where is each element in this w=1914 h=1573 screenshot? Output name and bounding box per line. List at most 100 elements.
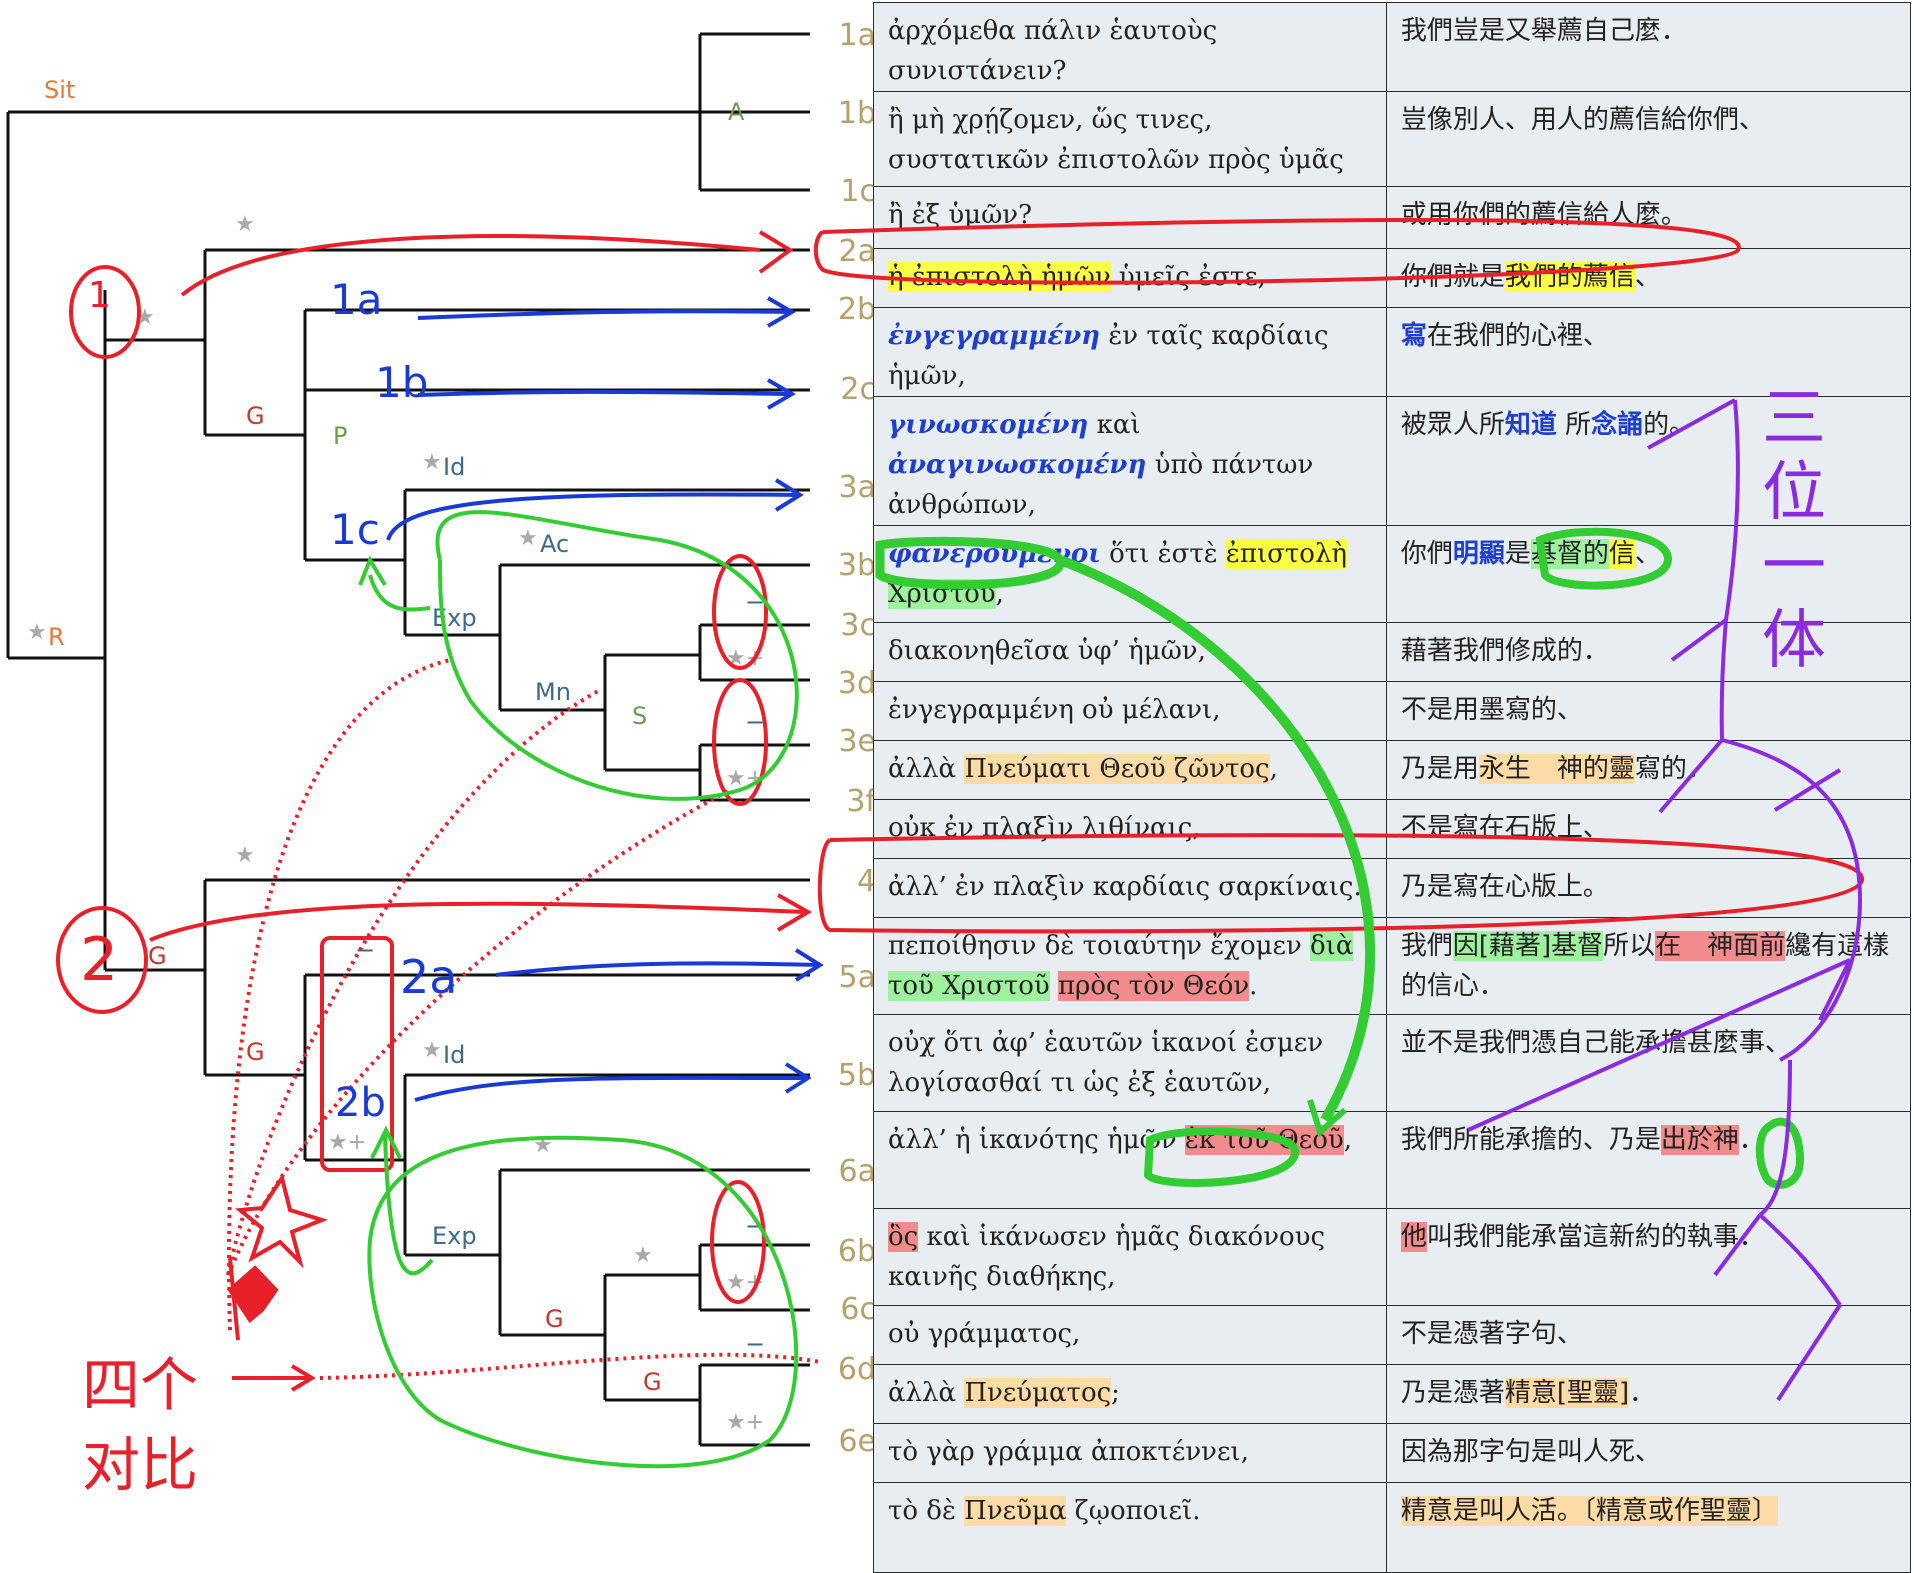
greek-text: ; xyxy=(1111,1378,1120,1408)
table-row: ἀλλὰ Πνεύματος; 乃是憑著精意[聖靈]． xyxy=(873,1364,1912,1424)
verse-ref: 1a xyxy=(838,18,876,53)
star-icon: ★ xyxy=(235,212,255,237)
chinese-text: 在我們的心裡、 xyxy=(1426,321,1609,351)
verse-ref: 3f xyxy=(846,784,876,819)
red-four-contrast-note: 四个对比 xyxy=(82,1351,199,1499)
chinese-cell: 乃是用永生 神的靈寫的． xyxy=(1385,740,1912,800)
verse-ref: 1c xyxy=(840,174,876,209)
star-icon: ★ xyxy=(135,305,155,330)
chinese-cell: 不是寫在石版上、 xyxy=(1385,799,1912,859)
greek-text: . xyxy=(1249,971,1258,1001)
table-row: οὐχ ὅτι ἀφ’ ἑαυτῶν ἱκανοί ἐσμεν λογίσασθ… xyxy=(873,1014,1912,1112)
greek-text: , xyxy=(1269,754,1278,784)
chinese-text: 被眾人所 xyxy=(1400,410,1505,440)
node-label-s: S xyxy=(632,702,648,730)
greek-text: ὅτι ἐστὲ xyxy=(1100,539,1226,569)
keyword: 念誦 xyxy=(1591,410,1644,440)
star-plus-icon: ★+ xyxy=(726,1270,765,1295)
chinese-cell: 你們就是我們的薦信、 xyxy=(1385,248,1912,308)
greek-cell: πεποίθησιν δὲ τοιαύτην ἔχομεν διὰ τοῦ Χρ… xyxy=(873,917,1387,1015)
highlight: 我們的薦信 xyxy=(1504,262,1635,292)
greek-cell: ἐνγεγραμμένη οὐ μέλανι, xyxy=(873,681,1387,741)
verse-ref: 3d xyxy=(837,666,876,701)
greek-text: ἀλλὰ xyxy=(888,754,965,784)
keyword: γινωσκομένη xyxy=(888,410,1089,440)
chinese-text: 乃是用 xyxy=(1400,754,1479,784)
node-label-a: A xyxy=(728,98,745,126)
keyword: 明顯 xyxy=(1452,539,1505,569)
node-label-g: G xyxy=(246,402,265,430)
greek-text: τὸ δὲ xyxy=(888,1496,965,1526)
red-mark-2: 2 xyxy=(80,925,119,995)
highlight: 因[藉著]基督 xyxy=(1452,931,1604,961)
keyword: ἐνγεγραμμένη xyxy=(888,321,1101,351)
greek-text: , xyxy=(1343,1125,1352,1155)
blue-mark-1a: 1a xyxy=(330,275,383,324)
blue-mark-2a: 2a xyxy=(400,950,458,1004)
greek-text: πεποίθησιν δὲ τοιαύτην ἔχομεν xyxy=(888,931,1311,961)
chinese-text: 乃是憑著 xyxy=(1400,1378,1505,1408)
greek-cell: οὐ γράμματος, xyxy=(873,1305,1387,1365)
greek-cell: οὐκ ἐν πλαξὶν λιθίναις, xyxy=(873,799,1387,859)
greek-text: ὑμεῖς ἐστε, xyxy=(1110,262,1266,292)
chinese-text: 叫我們能承當這新約的執事． xyxy=(1426,1222,1765,1252)
greek-cell: ἀλλὰ Πνεύματι Θεοῦ ζῶντος, xyxy=(873,740,1387,800)
highlight: 在 神面前 xyxy=(1655,931,1786,961)
highlight: Χριστοῦ xyxy=(888,579,996,609)
chinese-cell: 乃是憑著精意[聖靈]． xyxy=(1385,1364,1912,1424)
minus-sign: − xyxy=(745,1330,766,1358)
node-label-exp: Exp xyxy=(432,1222,477,1250)
verse-ref: 6c xyxy=(840,1292,876,1327)
table-row: ἀλλ’ ἐν πλαξὶν καρδίαις σαρκίναις. 乃是寫在心… xyxy=(873,858,1912,918)
node-label-p: P xyxy=(333,422,348,450)
verse-ref: 6b xyxy=(837,1234,876,1269)
verse-ref: 5b xyxy=(837,1058,876,1093)
verse-ref: 2b xyxy=(837,292,876,327)
chinese-text: 所 xyxy=(1556,410,1592,440)
discourse-diagram: Sit A ★ R ★ ★ G P ★ Id ★ Ac Exp Mn S − ★… xyxy=(6,2,1912,1573)
verse-ref: 6d xyxy=(837,1352,876,1387)
greek-text: ἀλλ’ ἡ ἱκανότης ἡμῶν xyxy=(888,1125,1185,1155)
highlight: ἐκ τοῦ Θεοῦ xyxy=(1184,1125,1344,1155)
verse-ref: 1b xyxy=(837,96,876,131)
verse-ref: 3b xyxy=(837,548,876,583)
chinese-cell: 他叫我們能承當這新約的執事． xyxy=(1385,1208,1912,1306)
star-icon: ★ xyxy=(422,450,442,475)
highlight: 精意是叫人活。〔精意或作聖靈〕 xyxy=(1400,1496,1778,1526)
node-label-sit: Sit xyxy=(44,76,76,104)
greek-text: καὶ xyxy=(1088,410,1141,440)
table-row: οὐ γράμματος, 不是憑著字句、 xyxy=(873,1305,1912,1365)
greek-cell: ἀρχόμεθα πάλιν ἑαυτοὺς συνιστάνειν? xyxy=(873,2,1387,92)
chinese-text: 我們所能承擔的、乃是 xyxy=(1400,1125,1661,1155)
keyword: 寫 xyxy=(1400,321,1427,351)
node-label-mn: Mn xyxy=(535,678,571,706)
chinese-text: 、 xyxy=(1634,262,1661,292)
star-icon: ★ xyxy=(533,1133,553,1158)
greek-cell: ἡ ἐπιστολὴ ἡμῶν ὑμεῖς ἐστε, xyxy=(873,248,1387,308)
minus-sign: − xyxy=(745,708,766,736)
highlight: πρὸς τὸν Θεόν xyxy=(1057,971,1250,1001)
chinese-text: ． xyxy=(1629,1378,1656,1408)
minus-sign: − xyxy=(355,936,376,964)
star-icon: ★ xyxy=(422,1038,442,1063)
greek-cell: ἀλλ’ ἡ ἱκανότης ἡμῶν ἐκ τοῦ Θεοῦ, xyxy=(873,1111,1387,1209)
greek-text: ἀλλὰ xyxy=(888,1378,965,1408)
node-label-g: G xyxy=(545,1305,564,1333)
verse-ref: 3a xyxy=(838,470,876,505)
star-icon: ★ xyxy=(633,1243,653,1268)
chinese-cell: 精意是叫人活。〔精意或作聖靈〕 xyxy=(1385,1482,1912,1573)
table-row: ὃς καὶ ἱκάνωσεν ἡμᾶς διακόνους καινῆς δι… xyxy=(873,1208,1912,1306)
table-row: τὸ δὲ Πνεῦμα ζῳοποιεῖ. 精意是叫人活。〔精意或作聖靈〕 xyxy=(873,1482,1912,1573)
greek-cell: ἢ ἐξ ὑμῶν? xyxy=(873,186,1387,249)
keyword: ἀναγινωσκομένη xyxy=(888,450,1147,480)
verse-ref: 6a xyxy=(838,1154,876,1189)
table-row: ἀλλ’ ἡ ἱκανότης ἡμῶν ἐκ τοῦ Θεοῦ, 我們所能承擔… xyxy=(873,1111,1912,1209)
chinese-cell: 不是用墨寫的、 xyxy=(1385,681,1912,741)
chinese-text: ． xyxy=(1738,1125,1765,1155)
chinese-text: 的。 xyxy=(1643,410,1696,440)
greek-cell: διακονηθεῖσα ὑφ’ ἡμῶν, xyxy=(873,622,1387,682)
chinese-text: 、 xyxy=(1634,539,1661,569)
greek-cell: ἐνγεγραμμένη ἐν ταῖς καρδίαις ἡμῶν, xyxy=(873,307,1387,397)
greek-cell: ἀλλὰ Πνεύματος; xyxy=(873,1364,1387,1424)
blue-mark-1c: 1c xyxy=(330,505,380,554)
